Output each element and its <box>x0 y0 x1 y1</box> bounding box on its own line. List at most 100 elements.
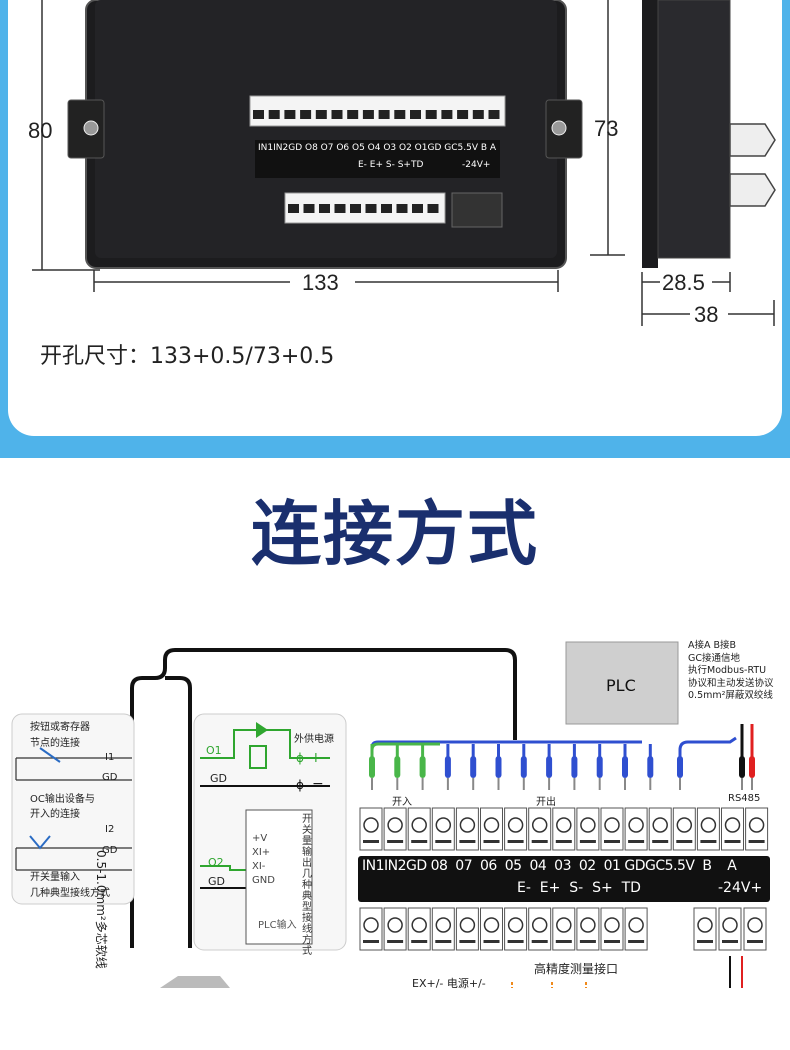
side-view-bezel <box>642 0 658 268</box>
mid-plus: + <box>310 750 322 766</box>
transistor-icon <box>29 835 51 850</box>
terminal-slot <box>604 840 620 843</box>
dim-inner-height-label: 73 <box>594 116 619 141</box>
terminal-screw-icon <box>531 817 548 833</box>
device-label-row2: E- E+ S- S+TD <box>358 160 424 170</box>
terminal-screw-icon <box>697 917 713 933</box>
terminal-slot <box>579 940 596 943</box>
plug-icon <box>394 756 401 778</box>
terminal-slot <box>555 940 572 943</box>
terminal-screw-icon <box>556 817 572 833</box>
top-slot <box>362 110 374 119</box>
left-i1: I1 <box>105 752 115 763</box>
sensor-icon <box>160 976 230 988</box>
terminal-in-label: 开入 <box>392 797 412 808</box>
left-wiring-box <box>11 713 135 905</box>
terminal-screw-icon <box>459 917 476 933</box>
bottom-slot <box>319 204 330 213</box>
rs485-plug <box>451 192 503 228</box>
dim-width-label: 133 <box>302 270 339 295</box>
plc-input-box <box>245 809 313 945</box>
plc-note-1: A接A B接B <box>688 640 737 651</box>
terminal-slot <box>722 940 738 943</box>
plug-icon <box>495 756 502 778</box>
terminal-row2-right-label: -24V+ <box>718 880 763 896</box>
terminal-row1-label: IN1IN2GD 08 07 06 05 04 03 02 01 GDGC5.5… <box>362 858 737 874</box>
left-foot-2: 几种典型接线方式 <box>30 888 110 899</box>
plug-icon <box>444 756 451 778</box>
rs485-wire-a <box>678 736 737 758</box>
terminal-screw-icon <box>724 817 741 833</box>
terminal-slot <box>411 940 428 943</box>
terminal-screw-icon <box>722 917 738 933</box>
terminal-slot <box>435 940 452 943</box>
terminal-slot <box>697 940 713 943</box>
terminal-screw-icon <box>363 917 379 933</box>
terminal-rs485-label: RS485 <box>728 793 761 804</box>
terminal-slot <box>604 940 620 943</box>
terminal-slot <box>459 840 476 843</box>
top-slot <box>441 110 453 119</box>
terminal-slot <box>507 940 524 943</box>
top-slot <box>253 110 264 119</box>
device-drawing <box>32 0 776 326</box>
terminal-screw-icon <box>747 917 763 933</box>
terminal-slot <box>483 840 500 843</box>
terminal-label-plate <box>358 856 770 902</box>
terminal-screw-icon <box>483 817 500 833</box>
left-oc-1: OC输出设备与 <box>30 794 95 805</box>
terminal-slot <box>700 840 717 843</box>
terminal-screw-icon <box>363 817 379 833</box>
diode-icon <box>256 722 268 738</box>
plc-pin-xi-minus: XI- <box>252 861 266 872</box>
screw-left-icon <box>83 120 99 136</box>
plc-pin-list: +V XI+ XI- GND <box>252 832 275 888</box>
top-slot <box>284 110 296 119</box>
plug-icon <box>571 756 578 778</box>
bottom-slot <box>350 204 361 213</box>
top-slot <box>347 110 359 119</box>
terminal-slot <box>531 840 548 843</box>
dim-depth-2-label: 38 <box>694 302 719 327</box>
plc-notes: A接A B接B GC接通信地 执行Modbus-RTU 协议和主动发送协议 0.… <box>688 640 774 703</box>
terminal-slot <box>363 840 379 843</box>
left-i2: I2 <box>105 824 115 835</box>
terminal-screw-icon <box>435 917 452 933</box>
left-title-2: 节点的连接 <box>30 738 80 749</box>
bottom-slot <box>412 204 423 213</box>
terminal-slot <box>483 940 500 943</box>
plc-input-label: PLC输入 <box>258 920 297 931</box>
relay-coil-icon <box>249 745 267 769</box>
terminal-screw-icon <box>652 817 668 833</box>
terminal-slot <box>531 940 548 943</box>
plc-module <box>565 641 679 725</box>
plug-icon <box>520 756 527 778</box>
mid-o2: O2 <box>208 856 224 869</box>
wiring-diagram <box>11 641 770 988</box>
terminal-screw-icon <box>628 917 644 933</box>
plc-note-3: 执行Modbus-RTU <box>688 665 767 676</box>
terminal-screw-icon <box>676 817 693 833</box>
terminal-screw-icon <box>459 817 476 833</box>
top-slot <box>425 110 437 119</box>
plug-icon <box>749 756 755 778</box>
plc-note-4: 协议和主动发送协议 <box>688 677 774 689</box>
terminal-screw-icon <box>628 817 644 833</box>
top-slot <box>378 110 390 119</box>
dim-depth-1-label: 28.5 <box>662 270 705 295</box>
mid-ext-power: 外供电源 <box>294 734 334 745</box>
terminal-slot <box>628 840 645 843</box>
top-slot <box>268 110 280 119</box>
plc-note-5: 0.5mm²屏蔽双绞线 <box>688 690 773 701</box>
plc-pin-gnd: GND <box>252 875 275 886</box>
plc-note-2: GC接通信地 <box>688 652 740 664</box>
mid-minus: − <box>312 776 324 792</box>
cutout-size-label: 开孔尺寸：133+0.5/73+0.5 <box>40 344 335 369</box>
device-label-row2-right: -24V+ <box>462 160 491 170</box>
top-slot <box>457 110 469 119</box>
top-slot <box>488 110 500 119</box>
plc-pin-v: +V <box>252 833 268 844</box>
plug-icon <box>369 756 375 778</box>
terminal-screw-icon <box>483 917 500 933</box>
left-oc-2: 开入的连接 <box>30 809 80 820</box>
